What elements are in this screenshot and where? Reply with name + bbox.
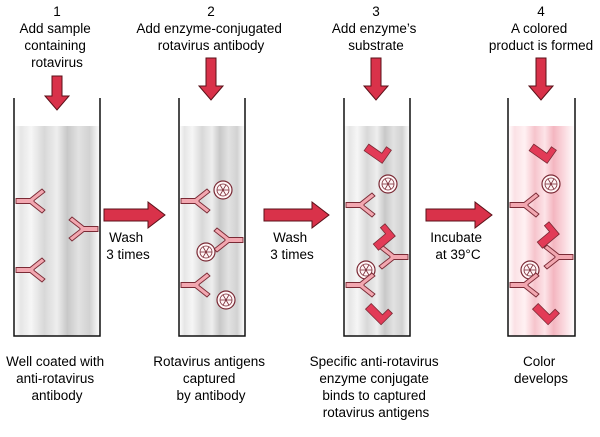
step-4-number: 4 xyxy=(537,4,545,19)
transition-2-label-line: Wash xyxy=(273,230,307,245)
antibody-icon xyxy=(345,192,376,218)
step-3-instruction-line: Add enzyme’s xyxy=(332,21,417,36)
transition-2-label-line: 3 times xyxy=(270,247,314,262)
rotavirus-antigen-wheel-icon xyxy=(196,242,216,262)
step-1-caption-line: antibody xyxy=(31,388,82,403)
transition-1-label: Wash 3 times xyxy=(106,230,150,262)
step-3-instruction: Add enzyme’s substrate xyxy=(332,21,420,53)
step-1-number: 1 xyxy=(53,4,61,19)
step-3-instruction-line: substrate xyxy=(348,38,404,53)
step-2-number: 2 xyxy=(207,4,215,19)
transition-1-label-line: 3 times xyxy=(106,247,150,262)
right-arrow-icon xyxy=(425,200,493,230)
well-1 xyxy=(13,98,101,337)
antibody-icon xyxy=(345,272,376,298)
step-1-caption-line: anti-rotavirus xyxy=(16,371,94,386)
antibody-icon xyxy=(509,272,540,298)
step-2-caption-line: by antibody xyxy=(176,388,245,403)
antibody-icon xyxy=(543,244,574,270)
step-2-instruction: Add enzyme-conjugated rotavirus antibody xyxy=(136,21,285,53)
transition-2-label: Wash 3 times xyxy=(270,230,314,262)
step-3-number: 3 xyxy=(372,4,380,19)
step-4-instruction-line: A colored xyxy=(511,21,567,36)
antibody-icon xyxy=(68,216,99,242)
step-2-caption-line: captured xyxy=(183,371,236,386)
step-1-instruction-line: Add sample xyxy=(19,21,90,36)
transition-3-label: Incubate at 39°C xyxy=(430,230,486,262)
step-3-caption-line: enzyme conjugate xyxy=(319,371,429,386)
down-arrow-icon xyxy=(197,57,225,101)
substrate-product-icon xyxy=(528,143,557,164)
well-3 xyxy=(343,98,411,337)
transition-3-label-line: at 39°C xyxy=(435,247,480,262)
antibody-icon xyxy=(180,272,211,298)
substrate-product-icon xyxy=(363,143,392,164)
transition-1-label-line: Wash xyxy=(109,230,143,245)
rotavirus-antigen-wheel-icon xyxy=(541,174,561,194)
step-2-instruction-line: rotavirus antibody xyxy=(158,38,265,53)
antibody-icon xyxy=(213,227,244,253)
molecules-layer xyxy=(15,143,574,326)
right-arrow-icon xyxy=(103,200,166,230)
step-1-instruction-line: containing xyxy=(24,38,86,53)
step-4-instruction: A colored product is formed xyxy=(489,21,593,53)
substrate-product-icon xyxy=(364,302,393,326)
down-arrow-icon xyxy=(43,75,71,111)
well-4 xyxy=(507,98,576,337)
antibody-icon xyxy=(509,192,540,218)
step-4-instruction-line: product is formed xyxy=(489,38,593,53)
step-2-caption: Rotavirus antigens captured by antibody xyxy=(153,354,269,403)
step-4-caption-line: Color xyxy=(523,354,556,369)
substrate-product-icon xyxy=(536,221,560,249)
antibody-icon xyxy=(15,257,46,283)
down-arrow-icon xyxy=(527,57,555,101)
step-3-caption-line: binds to captured xyxy=(322,388,426,403)
step-1-caption-line: Well coated with xyxy=(6,354,104,369)
substrate-product-icon xyxy=(531,302,560,326)
step-4-caption-line: develops xyxy=(514,371,568,386)
right-arrow-icon xyxy=(263,200,330,230)
step-2-instruction-line: Add enzyme-conjugated xyxy=(136,21,282,36)
rotavirus-antigen-wheel-icon xyxy=(378,174,398,194)
antibody-icon xyxy=(15,188,46,214)
down-arrow-icon xyxy=(362,57,390,101)
transition-3-label-line: Incubate xyxy=(430,230,482,245)
step-2-caption-line: Rotavirus antigens xyxy=(153,354,265,369)
substrate-product-icon xyxy=(372,223,396,251)
step-1-instruction: Add sample containing rotavirus xyxy=(19,21,94,70)
antibody-icon xyxy=(180,188,211,214)
step-3-caption-line: Specific anti-rotavirus xyxy=(310,354,439,369)
step-4-caption: Color develops xyxy=(514,354,568,386)
step-3-caption-line: rotavirus antigens xyxy=(323,405,430,420)
step-1-instruction-line: rotavirus xyxy=(31,55,83,70)
rotavirus-antigen-wheel-icon xyxy=(216,290,236,310)
step-3-caption: Specific anti-rotavirus enzyme conjugate… xyxy=(310,354,443,420)
step-1-caption: Well coated with anti-rotavirus antibody xyxy=(6,354,108,403)
antibody-icon xyxy=(378,244,409,270)
rotavirus-antigen-wheel-icon xyxy=(213,180,233,200)
